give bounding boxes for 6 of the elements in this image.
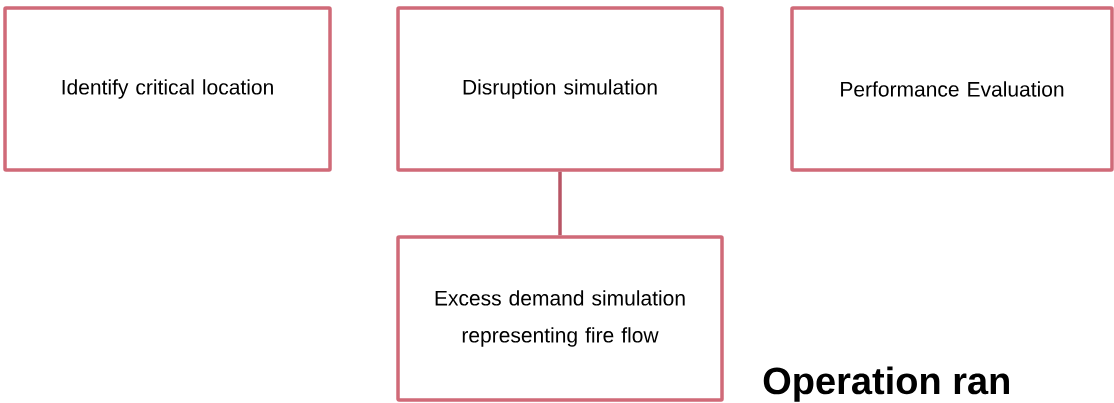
connector-line — [558, 171, 562, 236]
process-box: Excess demand simulation representing fire flow — [396, 235, 724, 402]
process-box: Performance Evaluation — [790, 6, 1114, 172]
process-box: Identify critical location — [3, 6, 332, 172]
process-box: Disruption simulation — [396, 6, 724, 172]
heading: Operation ran — [763, 366, 1009, 402]
